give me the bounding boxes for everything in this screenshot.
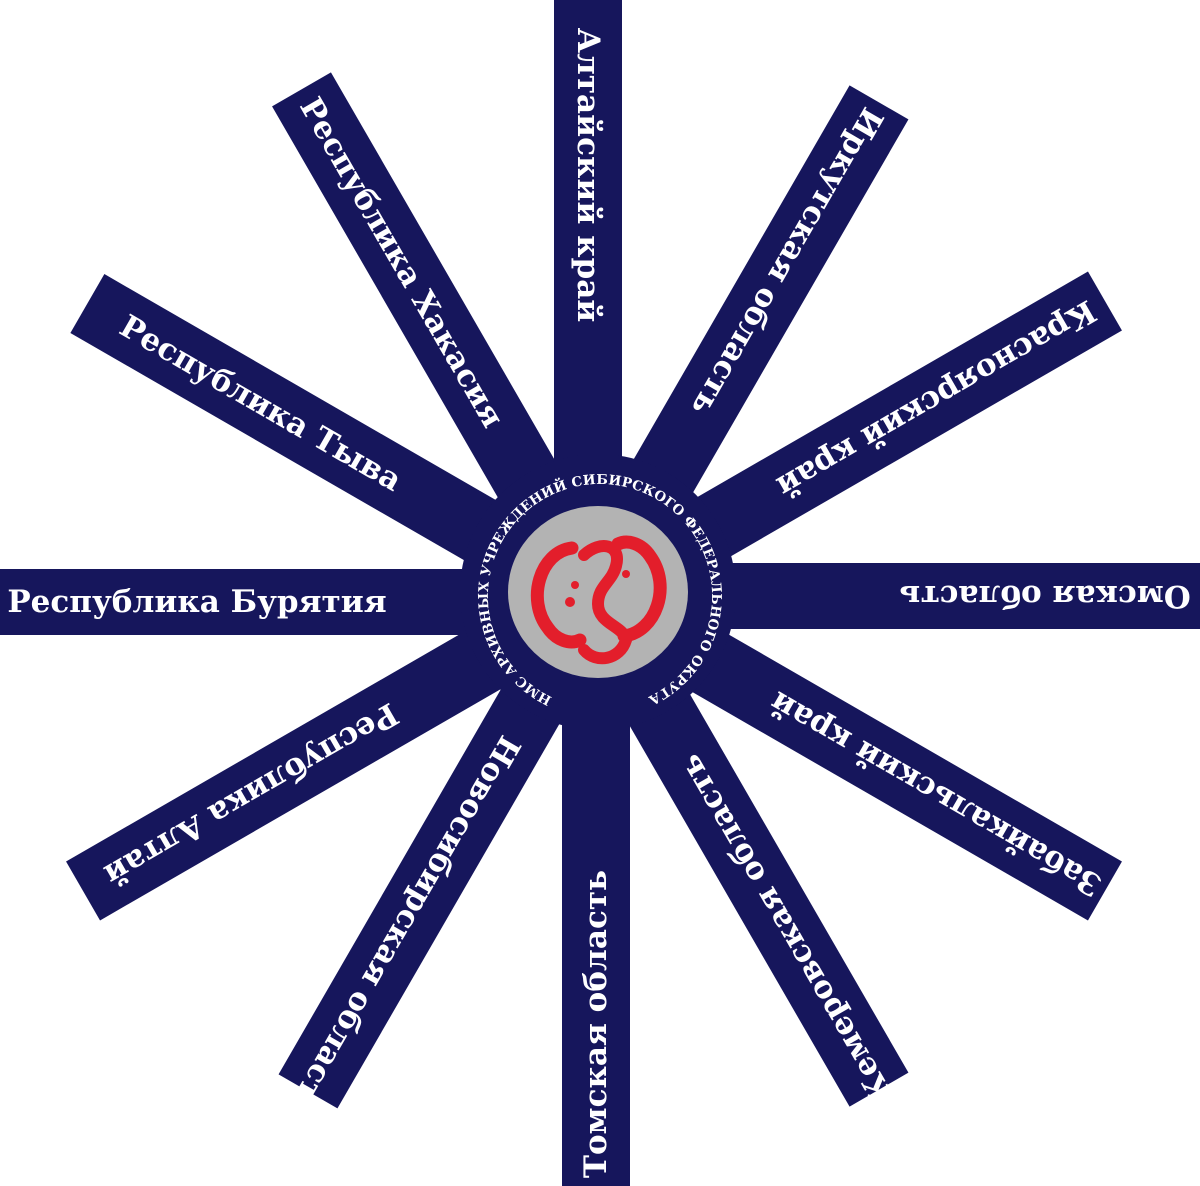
ray-label-kemerovo: Кемеровская область (671, 748, 900, 1109)
ray-label-altai-krai: Алтайский край (570, 28, 606, 323)
ray-label-irkutsk: Иркутская область (684, 101, 890, 422)
ray-label-tyva: Республика Тыва (113, 308, 407, 499)
ray-label-altai-republic: Республика Алтай (98, 695, 404, 892)
archive-emblem-icon (530, 535, 667, 665)
central-hub: НМС АРХИВНЫХ УЧРЕЖДЕНИЙ СИБИРСКОГО ФЕДЕР… (460, 454, 736, 730)
ray-label-khakassia: Республика Хакасия (292, 91, 510, 433)
ray-label-zabaykalsky: Забайкальский край (764, 684, 1108, 904)
ray-label-omsk: Омская область (899, 578, 1190, 614)
ray-label-krasnoyarsk: Красноярский край (770, 292, 1101, 504)
ray-label-buryatia: Республика Бурятия (7, 584, 386, 620)
ray-label-tomsk: Томская область (578, 870, 614, 1178)
